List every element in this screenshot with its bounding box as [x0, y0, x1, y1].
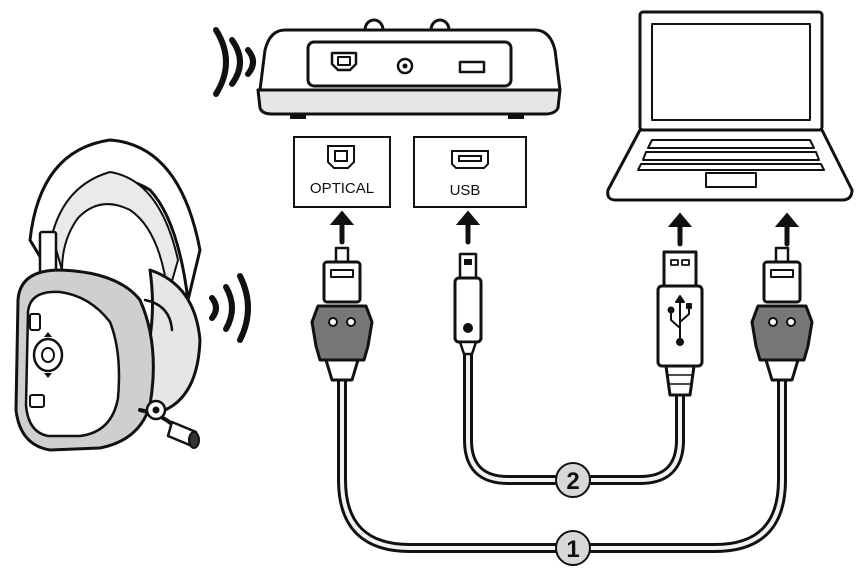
step-badge-1: 1: [555, 530, 591, 566]
step-number-2: 2: [566, 468, 579, 495]
usb-port-panel: USB: [413, 136, 527, 208]
headset-icon: [14, 138, 202, 452]
usb-symbol-icon: [667, 295, 692, 346]
usb-cable: [463, 347, 685, 485]
wireless-signal-icon: [209, 273, 251, 343]
arrow-up-icon: [455, 210, 481, 245]
mini-usb-connector: [453, 252, 483, 356]
laptop-icon: [606, 10, 854, 202]
optical-connector-left: [310, 246, 374, 382]
optical-port-label: OPTICAL: [310, 180, 374, 197]
optical-connector-right: [750, 246, 814, 382]
arrow-up-icon: [774, 212, 800, 247]
arrow-up-icon: [667, 212, 693, 247]
step-number-1: 1: [566, 536, 579, 563]
arrow-up-icon: [329, 210, 355, 245]
step-badge-2: 2: [555, 462, 591, 498]
usb-a-connector: [656, 250, 704, 397]
base-station-icon: [256, 18, 562, 119]
wireless-signal-icon: [213, 27, 256, 97]
optical-port-panel: OPTICAL: [293, 136, 391, 208]
optical-port-icon: [327, 145, 355, 169]
usb-port-label: USB: [450, 182, 481, 199]
usb-port-icon: [451, 150, 489, 169]
optical-cable: [337, 375, 787, 553]
